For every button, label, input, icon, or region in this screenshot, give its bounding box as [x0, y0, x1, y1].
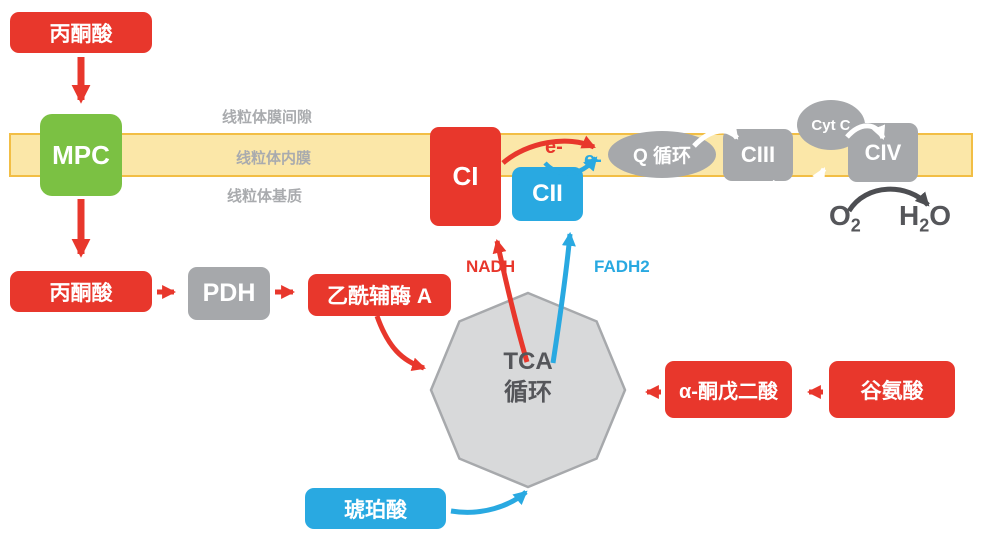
complex-iv-box: CIV: [848, 123, 918, 182]
matrix-label: 线粒体基质: [227, 188, 303, 205]
arrow-acetylcoa-to-tca: [374, 315, 427, 372]
complex-i-box: CI: [430, 127, 501, 226]
arrow-fadh2-tca-to-cii: [550, 231, 576, 364]
pdh-enzyme-box: PDH: [188, 267, 270, 320]
h2o-o-symbol: O: [929, 200, 952, 231]
mpc-transporter-box: MPC: [40, 114, 122, 196]
glutamate-box: 谷氨酸: [829, 361, 955, 418]
tca-cycle-label-line1: TCA: [503, 348, 553, 375]
tca-cycle-label: TCA 循环: [468, 346, 588, 408]
nadh-label: NADH: [466, 257, 516, 276]
arrow-succinate-to-tca: [450, 490, 528, 515]
inner-membrane-label: 线粒体内膜: [236, 150, 312, 167]
q-cycle-ellipse: Q 循环: [608, 131, 716, 178]
h2o-label: H2O: [899, 200, 951, 237]
electron-red-label: e-: [545, 136, 563, 158]
pyruvate-box-matrix: 丙酮酸: [10, 271, 152, 312]
tca-cycle-label-line2: 循环: [504, 379, 552, 406]
electron-blue-label: e-: [584, 149, 602, 171]
acetyl-coa-box: 乙酰辅酶 A: [308, 274, 451, 316]
cyt-c-ellipse: Cyt C: [797, 100, 865, 150]
o2-label: O2: [829, 200, 861, 237]
complex-iii-box: CIII: [723, 129, 793, 181]
pyruvate-box-cytosol: 丙酮酸: [10, 12, 152, 53]
intermembrane-space-label: 线粒体膜间隙: [222, 109, 313, 126]
complex-ii-box: CII: [512, 167, 583, 221]
h2o-subscript: 2: [919, 215, 930, 236]
o2-symbol: O: [829, 200, 851, 231]
succinate-box: 琥珀酸: [305, 488, 446, 529]
h2o-h-symbol: H: [899, 200, 920, 231]
fadh2-label: FADH2: [594, 257, 650, 276]
alpha-ketoglutarate-box: α-酮戊二酸: [665, 361, 792, 418]
o2-subscript: 2: [850, 215, 861, 236]
